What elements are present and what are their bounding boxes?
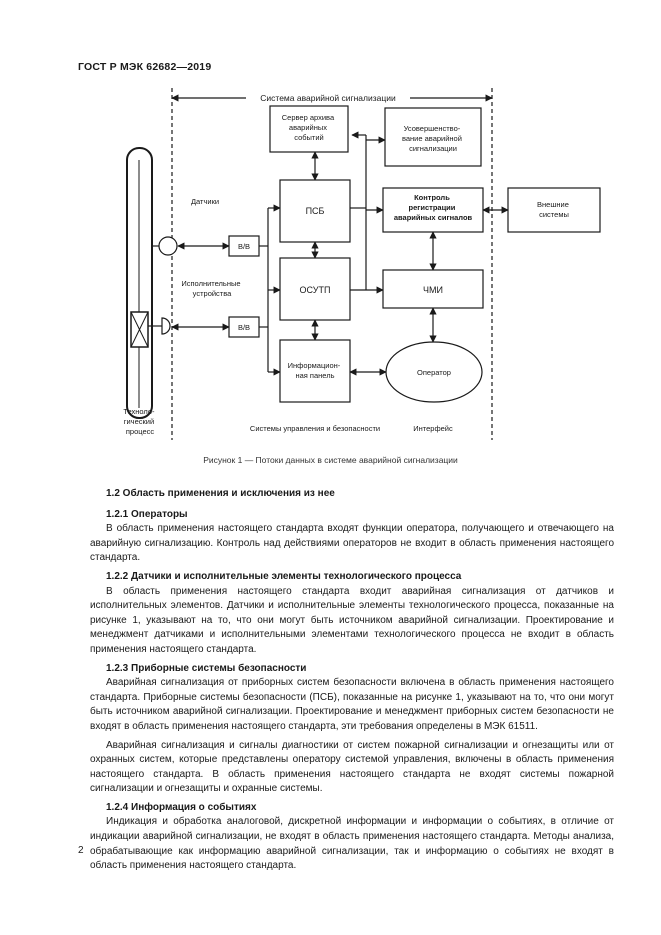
control-label-line2: регистрации: [408, 203, 455, 212]
process-label-line3: процесс: [126, 427, 155, 436]
control-label-line3: аварийных сигналов: [394, 213, 473, 222]
bpcs-box: ОСУТП: [300, 285, 331, 295]
improvement-label-line2: вание аварийной: [402, 134, 462, 143]
paragraph-1-2-2: В область применения настоящего стандарт…: [90, 585, 614, 655]
operator-ellipse: Оператор: [417, 368, 451, 377]
paragraph-1-2-3-a: Аварийная сигнализация от приборных сист…: [90, 677, 614, 732]
document-header: ГОСТ Р МЭК 62682—2019: [78, 61, 212, 73]
process-label-line1: Техноло-: [123, 407, 155, 416]
external-label-line2: системы: [539, 210, 569, 219]
process-label-line2: гический: [124, 417, 154, 426]
paragraph-1-2-3-b: Аварийная сигнализация и сигналы диагнос…: [90, 739, 614, 795]
sensors-label: Датчики: [191, 197, 219, 206]
infopanel-label-line2: ная панель: [295, 371, 334, 380]
section-title: 1.2 Область применения и исключения из н…: [106, 488, 335, 499]
infopanel-label-line1: Информацион-: [288, 361, 341, 370]
subsection-1-2-1-title: 1.2.1 Операторы: [106, 508, 188, 520]
external-systems-box: Внешние системы: [537, 200, 571, 219]
subsection-1-2-3-title: 1.2.3 Приборные системы безопасности: [106, 662, 307, 674]
improvement-label-line1: Усовершенство-: [404, 124, 461, 133]
data-flow-diagram: Система аварийной сигнализации Сервер ар…: [123, 88, 601, 440]
subsection-1-2-4-title: 1.2.4 Информация о событиях: [106, 801, 257, 813]
system-boundary-label: Система аварийной сигнализации: [260, 93, 396, 103]
archive-server-box: Сервер архива аварийных событий: [282, 113, 336, 142]
archive-server-label-line2: аварийных: [289, 123, 327, 132]
archive-server-label-line1: Сервер архива: [282, 113, 335, 122]
interface-label: Интерфейс: [413, 424, 453, 433]
psb-box: ПСБ: [306, 206, 325, 216]
archive-server-label-line3: событий: [294, 133, 324, 142]
control-label-line1: Контроль: [414, 193, 450, 202]
actuators-label-line2: устройства: [193, 289, 232, 298]
external-label-line1: Внешние: [537, 200, 569, 209]
process-label: Техноло- гический процесс: [123, 407, 156, 436]
control-systems-label: Системы управления и безопасности: [250, 424, 380, 433]
actuators-label-line1: Исполнительные: [181, 279, 240, 288]
info-panel-box: Информацион- ная панель: [288, 361, 343, 380]
alarm-control-box: Контроль регистрации аварийных сигналов: [394, 193, 473, 222]
io-box-sensors: В/В: [238, 242, 250, 251]
paragraph-1-2-4: Индикация и обработка аналоговой, дискре…: [90, 816, 614, 872]
subsection-1-2-2-title: 1.2.2 Датчики и исполнительные элементы …: [106, 570, 462, 582]
paragraph-1-2-1: В область применения настоящего стандарт…: [90, 523, 614, 564]
figure-caption: Рисунок 1 — Потоки данных в системе авар…: [203, 455, 458, 465]
hmi-box: ЧМИ: [423, 285, 443, 295]
alarm-improvement-box: Усовершенство- вание аварийной сигнализа…: [402, 124, 464, 153]
page-number: 2: [78, 845, 84, 856]
io-box-actuators: В/В: [238, 323, 250, 332]
improvement-label-line3: сигнализации: [409, 144, 457, 153]
actuators-label: Исполнительные устройства: [181, 279, 242, 298]
section-body: 1.2 Область применения и исключения из н…: [90, 487, 614, 874]
